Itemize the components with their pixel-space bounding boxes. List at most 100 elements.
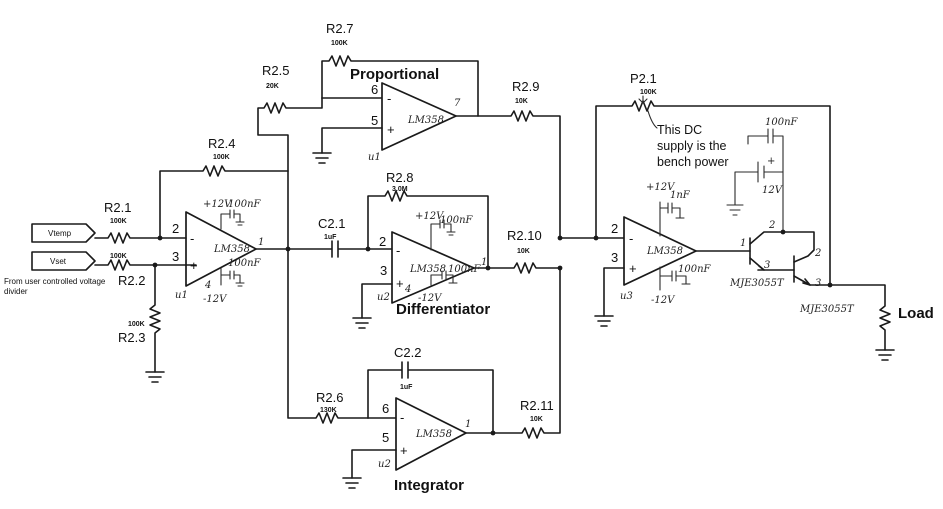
u4-pin1: 1 xyxy=(465,419,471,430)
ground-symbol xyxy=(352,317,372,329)
u4-plus: + xyxy=(400,443,408,458)
u4-pin6: 6 xyxy=(382,401,389,416)
r21-value: 100K xyxy=(110,218,127,225)
u4-ref: u2 xyxy=(378,459,391,470)
differentiator-stage: C2.1 1uF R2.8 3.0M 2 3 - + LM358 1 u2 4 … xyxy=(287,170,561,329)
r210-name: R2.10 xyxy=(507,228,542,243)
u1-pos-supply: +12V xyxy=(203,199,233,210)
transistor-q2: 2 3 MJE3055T xyxy=(782,231,855,315)
u5-pin2: 2 xyxy=(611,221,618,236)
u2-pin2: 2 xyxy=(379,234,386,249)
vtemp-label: Vtemp xyxy=(48,229,72,238)
u2-pin3: 3 xyxy=(380,263,387,278)
q1-base-pin: 1 xyxy=(740,238,746,249)
ground-symbol xyxy=(342,477,362,489)
u3-pin6: 6 xyxy=(371,82,378,97)
bench-plus: + xyxy=(767,156,775,167)
resistor-r22 xyxy=(94,259,197,271)
r211-name: R2.11 xyxy=(520,398,554,413)
r28-name: R2.8 xyxy=(386,170,413,185)
u3-part: LM358 xyxy=(407,115,444,126)
resistor-r24 xyxy=(159,165,289,250)
r24-name: R2.4 xyxy=(208,136,235,151)
q2-part: MJE3055T xyxy=(799,304,855,315)
u1-plus: + xyxy=(190,258,198,273)
ground-symbol xyxy=(875,349,895,361)
bench-bypass: 100nF xyxy=(765,117,799,128)
bench-note-line2: supply is the xyxy=(657,139,727,153)
u3-pin5: 5 xyxy=(371,113,378,128)
q2-emitter-pin: 3 xyxy=(815,278,821,289)
r28-value: 3.0M xyxy=(392,186,408,193)
u5-part: LM358 xyxy=(646,246,683,257)
u4-pin5: 5 xyxy=(382,430,389,445)
vset-label: Vset xyxy=(50,257,67,266)
r23-name: R2.3 xyxy=(118,330,145,345)
u1-minus: - xyxy=(190,231,194,246)
u5-pos-supply: +12V xyxy=(646,182,676,193)
r29-name: R2.9 xyxy=(512,79,539,94)
r210-value: 10K xyxy=(517,248,530,255)
u5-pin3: 3 xyxy=(611,250,618,265)
transistor-q1: 2 3 MJE3055T xyxy=(729,220,795,289)
bench-note-line1: This DC xyxy=(657,123,702,137)
r24-value: 100K xyxy=(213,154,230,161)
u5-ref: u3 xyxy=(620,291,633,302)
p21-value: 100K xyxy=(640,89,657,96)
output-stage: P2.1 100K This DC supply is the bench po… xyxy=(557,71,934,361)
resistor-r23 xyxy=(149,264,161,373)
ground-symbol xyxy=(594,315,614,327)
u1-pin3: 3 xyxy=(172,249,179,264)
r22-value: 100K xyxy=(110,253,127,260)
load-resistor xyxy=(829,284,891,351)
c22-name: C2.2 xyxy=(394,345,421,360)
ground-symbol xyxy=(312,152,332,164)
q1-collector-pin: 2 xyxy=(768,220,775,231)
resistor-r29 xyxy=(455,110,561,239)
opamp-u1-stage: 2 3 - + LM358 1 u1 +12V 100nF -12V 100nF… xyxy=(157,136,291,305)
u2-plus: + xyxy=(396,276,404,291)
u3-pin7: 7 xyxy=(454,98,461,109)
vset-note-line1: From user controlled voltage xyxy=(4,277,106,286)
capacitor-c21 xyxy=(287,240,369,258)
r29-value: 10K xyxy=(515,98,528,105)
vtemp-input-tag xyxy=(31,223,96,243)
u2-ref: u2 xyxy=(377,292,390,303)
r23-value: 100K xyxy=(128,321,145,328)
ground-symbol xyxy=(145,371,165,383)
differentiator-label: Differentiator xyxy=(396,301,490,318)
q1-emitter-pin: 3 xyxy=(764,260,770,271)
r27-name: R2.7 xyxy=(326,21,353,36)
q2-collector-pin: 2 xyxy=(814,248,821,259)
vset-input-tag xyxy=(31,251,96,271)
u2-part: LM358 xyxy=(409,264,446,275)
load-label: Load xyxy=(898,305,934,322)
r211-value: 10K xyxy=(530,416,543,423)
r25-name: R2.5 xyxy=(262,63,289,78)
resistor-r25 xyxy=(257,97,323,172)
opamp-u3 xyxy=(381,82,457,151)
c21-name: C2.1 xyxy=(318,216,345,231)
bench-voltage: 12V xyxy=(762,185,784,196)
resistor-r210 xyxy=(487,262,561,274)
u1-neg-supply: -12V xyxy=(203,294,228,305)
u5-plus: + xyxy=(629,261,637,276)
u5-bypass-top: 1nF xyxy=(670,190,691,201)
vset-note-line2: divider xyxy=(4,287,28,296)
u1-ref: u1 xyxy=(175,290,188,301)
proportional-stage: R2.5 20K R2.7 100K Proportional 6 5 - + … xyxy=(257,21,561,239)
resistor-r28 xyxy=(367,190,489,269)
u2-bypass-bottom: 100nF xyxy=(448,264,482,275)
u3-ref: u1 xyxy=(368,152,381,163)
c22-value: 1uF xyxy=(400,384,413,391)
capacitor-c22 xyxy=(367,361,494,434)
bench-note-line3: bench power xyxy=(657,155,729,169)
resistor-r211 xyxy=(492,267,561,439)
u2-pin1: 1 xyxy=(481,257,487,268)
r25-value: 20K xyxy=(266,83,279,90)
u3-plus: + xyxy=(387,122,395,137)
r22-name: R2.2 xyxy=(118,273,145,288)
u1-bypass-top: 100nF xyxy=(228,199,262,210)
u5-neg-supply: -12V xyxy=(651,295,676,306)
